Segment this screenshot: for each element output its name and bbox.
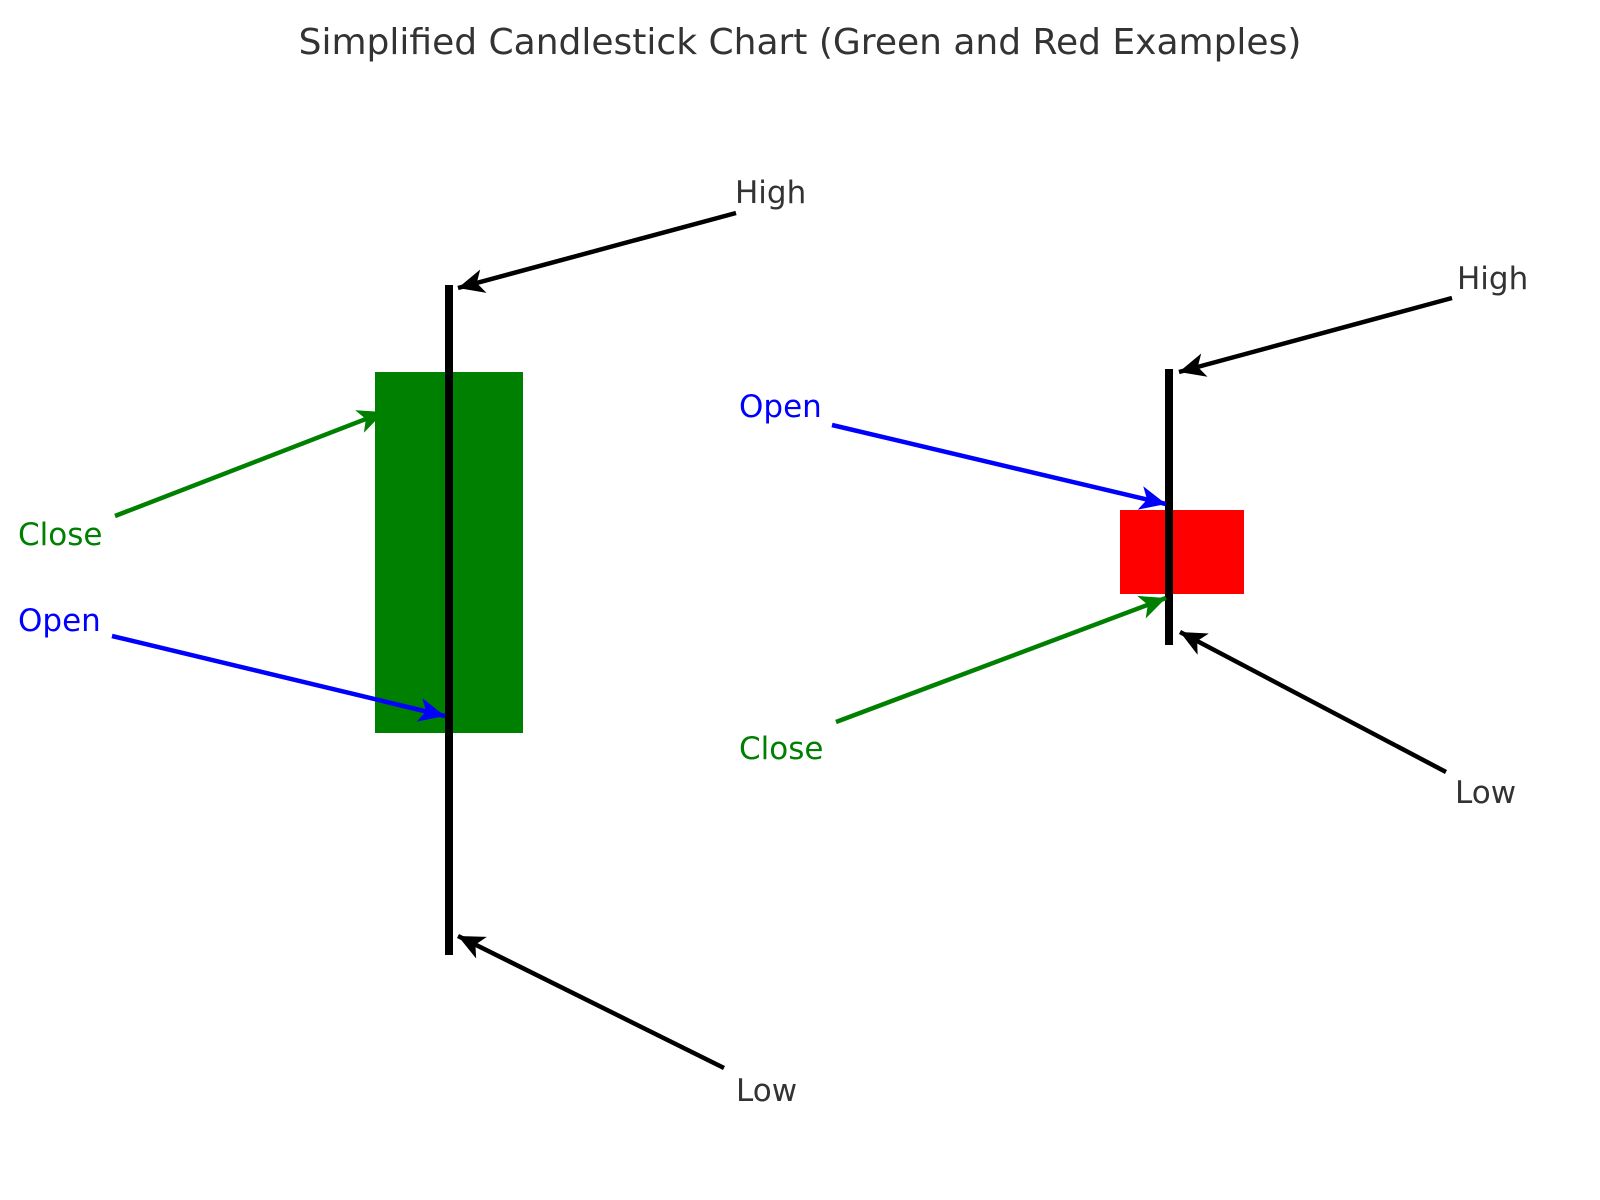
green-candle-group	[375, 285, 523, 955]
red-candle-close-label: Close	[739, 731, 824, 767]
green-open-leader	[111, 633, 446, 722]
red-low-leader	[1178, 630, 1448, 774]
green-high-leader	[457, 210, 737, 293]
red-candle-low-label: Low	[1455, 775, 1517, 811]
red-close-leader	[835, 595, 1167, 725]
red-candle-open-label: Open	[739, 389, 822, 425]
green-close-leader	[114, 409, 385, 519]
green-candle-open-label: Open	[18, 603, 101, 639]
green-candle-low-label: Low	[736, 1073, 798, 1109]
green-candle-close-label: Close	[18, 517, 103, 553]
red-candle-body	[1120, 510, 1244, 594]
red-open-leader	[831, 422, 1167, 510]
green-candle-high-label: High	[735, 175, 807, 211]
page-title: Simplified Candlestick Chart (Green and …	[298, 22, 1302, 63]
red-candle-group	[1120, 369, 1244, 645]
red-candle-high-label: High	[1457, 261, 1529, 297]
green-low-leader	[456, 933, 726, 1071]
red-high-leader	[1178, 295, 1453, 377]
